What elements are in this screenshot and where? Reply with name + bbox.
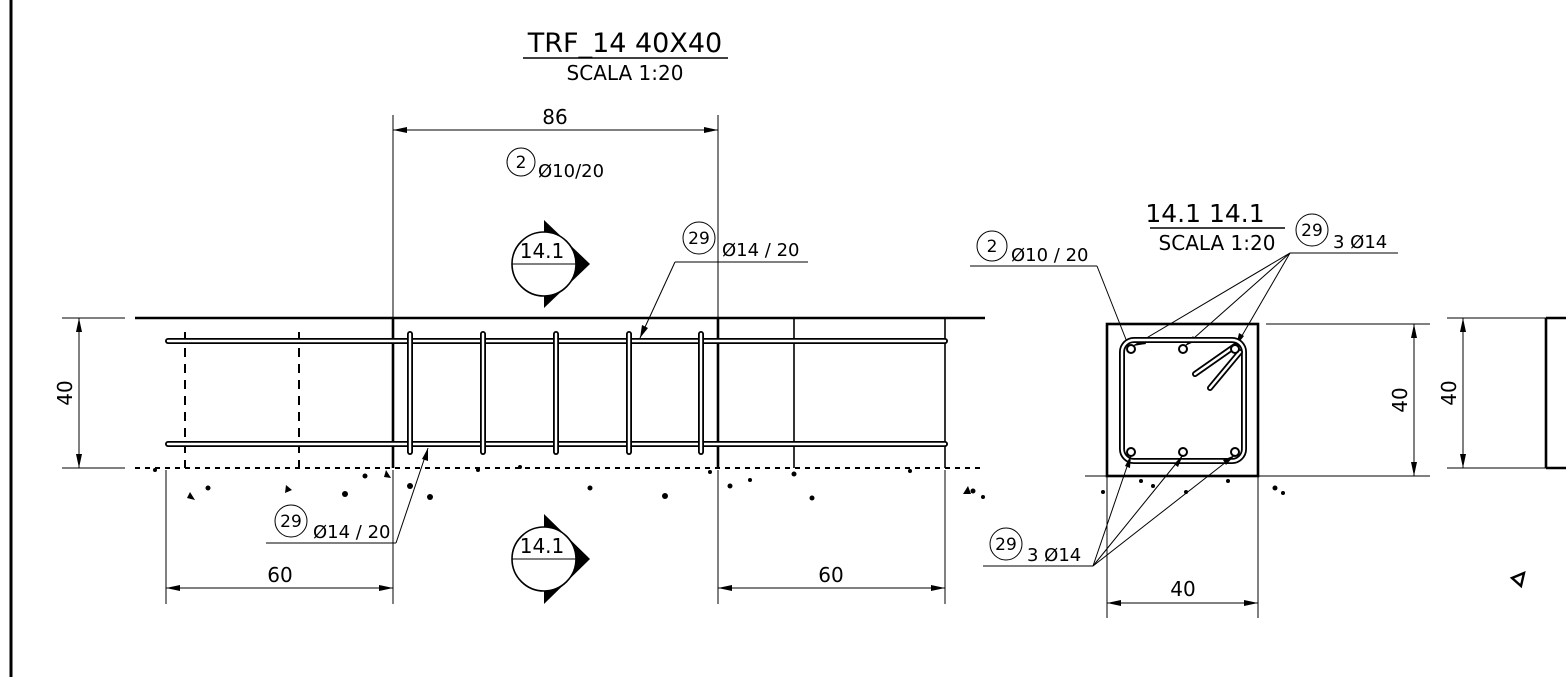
triangle-symbol-icon [1509,570,1526,589]
dimension-top-value: 86 [542,105,567,129]
top-bar-tag-spec: Ø14 / 20 [722,240,799,261]
section-stirrup-tag-spec: Ø10 / 20 [1011,245,1088,266]
stirrup-tag-number: 2 [516,153,527,173]
right-partial-view: 40 [1437,316,1566,589]
stirrups-elevation [407,331,704,455]
section-bottom-bars-tag: 29 3 Ø14 [983,454,1236,567]
section-stirrup-tag-number: 2 [987,237,998,257]
dimension-bottom-right-value: 60 [818,563,843,587]
section-stirrup-tag: 2 Ø10 / 20 [970,230,1128,343]
section-marker-bottom: 14.1 [511,514,590,604]
section-marker-top: 14.1 [511,220,590,308]
top-bar-tag-number: 29 [688,229,710,249]
dimension-left-height: 40 [53,317,125,469]
dimension-bottom-left: 60 [165,470,394,604]
section-top-bars-tag: 29 3 Ø14 [1132,213,1398,347]
section-scale: SCALA 1:20 [1159,231,1276,255]
right-dimension-height-value: 40 [1437,380,1461,405]
section-concrete [1085,322,1280,478]
main-scale: SCALA 1:20 [567,61,684,85]
section-top-bars-tag-number: 29 [1301,221,1323,241]
bottom-bar-tag: 29 Ø14 / 20 [266,447,429,544]
section-marker-top-label: 14.1 [520,239,565,263]
bottom-bar-tag-spec: Ø14 / 20 [313,522,390,543]
section-title: 14.1 14.1 [1145,199,1264,228]
soil-hatch [153,465,985,501]
section-top-bars-tag-spec: 3 Ø14 [1333,232,1387,253]
section-dimension-width-value: 40 [1170,577,1195,601]
dimension-bottom-left-value: 60 [267,563,292,587]
stirrup-tag-spec: Ø10/20 [538,161,604,182]
dimension-bottom-right: 60 [717,470,946,604]
stirrup-tag: 2 Ø10/20 [506,147,604,182]
bottom-bar-tag-number: 29 [280,512,302,532]
dimension-top: 86 [392,105,719,318]
section-dimension-width: 40 [1106,476,1259,618]
section-soil-hatch [1101,479,1285,495]
section-bottom-bars-tag-spec: 3 Ø14 [1027,545,1081,566]
main-title: TRF_14 40X40 [527,28,722,59]
section-dimension-height-value: 40 [1388,387,1412,412]
dimension-left-height-value: 40 [53,380,77,405]
section-bottom-bars-tag-number: 29 [995,535,1017,555]
section-dimension-height: 40 [1266,323,1430,477]
top-bar-tag: 29 Ø14 / 20 [639,221,808,339]
section-marker-bottom-label: 14.1 [520,534,565,558]
